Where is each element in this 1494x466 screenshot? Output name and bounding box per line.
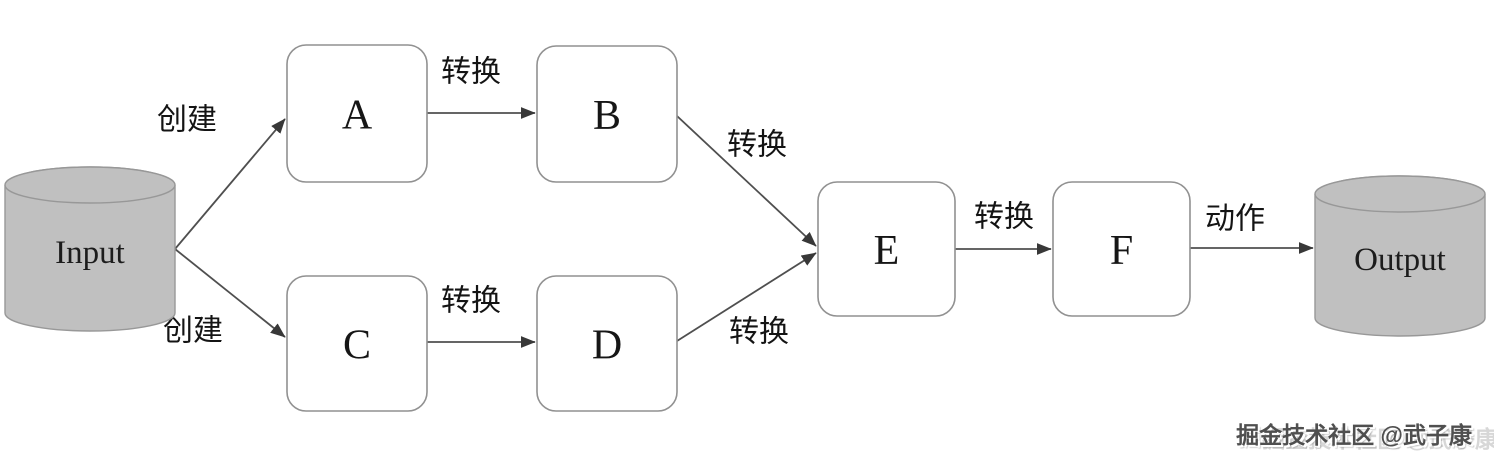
node-d-box (536, 275, 678, 412)
node-output-cylinder-top (1314, 175, 1486, 213)
watermark-ghost-text: 掘金技术社区 @武子康 (1262, 426, 1494, 452)
node-e-label: E (874, 228, 900, 274)
node-c-box (286, 275, 428, 412)
edge-b-e-arrow (676, 115, 817, 247)
node-d-label: D (592, 323, 622, 369)
node-c-label: C (343, 323, 371, 369)
node-input-label: Input (55, 235, 125, 271)
node-b-box (536, 45, 678, 183)
edge-input-c-arrow (174, 248, 286, 338)
edge-e-f-label: 转换 (974, 201, 1034, 234)
node-f-label: F (1110, 228, 1133, 274)
node-b-label: B (593, 93, 621, 139)
node-a-box (286, 44, 428, 183)
node-f-box (1052, 181, 1191, 317)
edge-a-b-label: 转换 (441, 56, 501, 89)
edge-input-c-label: 创建 (163, 315, 223, 348)
node-input-cylinder-top (4, 166, 176, 204)
edge-c-d-label: 转换 (441, 285, 501, 318)
edge-d-e-label: 转换 (729, 316, 789, 349)
edge-f-output-label: 动作 (1205, 203, 1265, 236)
edge-d-e-arrow (676, 252, 817, 342)
node-output-label: Output (1354, 242, 1446, 278)
watermark: 掘金技术社区 @武子康 掘金技术社区 @武子康 (1236, 420, 1494, 452)
node-e-box (817, 181, 956, 317)
edge-input-a-label: 创建 (157, 104, 217, 137)
node-a-label: A (342, 93, 373, 139)
edge-input-a-arrow (174, 118, 286, 250)
watermark-text: 掘金技术社区 @武子康 (1236, 422, 1472, 448)
edge-b-e-label: 转换 (727, 129, 787, 162)
